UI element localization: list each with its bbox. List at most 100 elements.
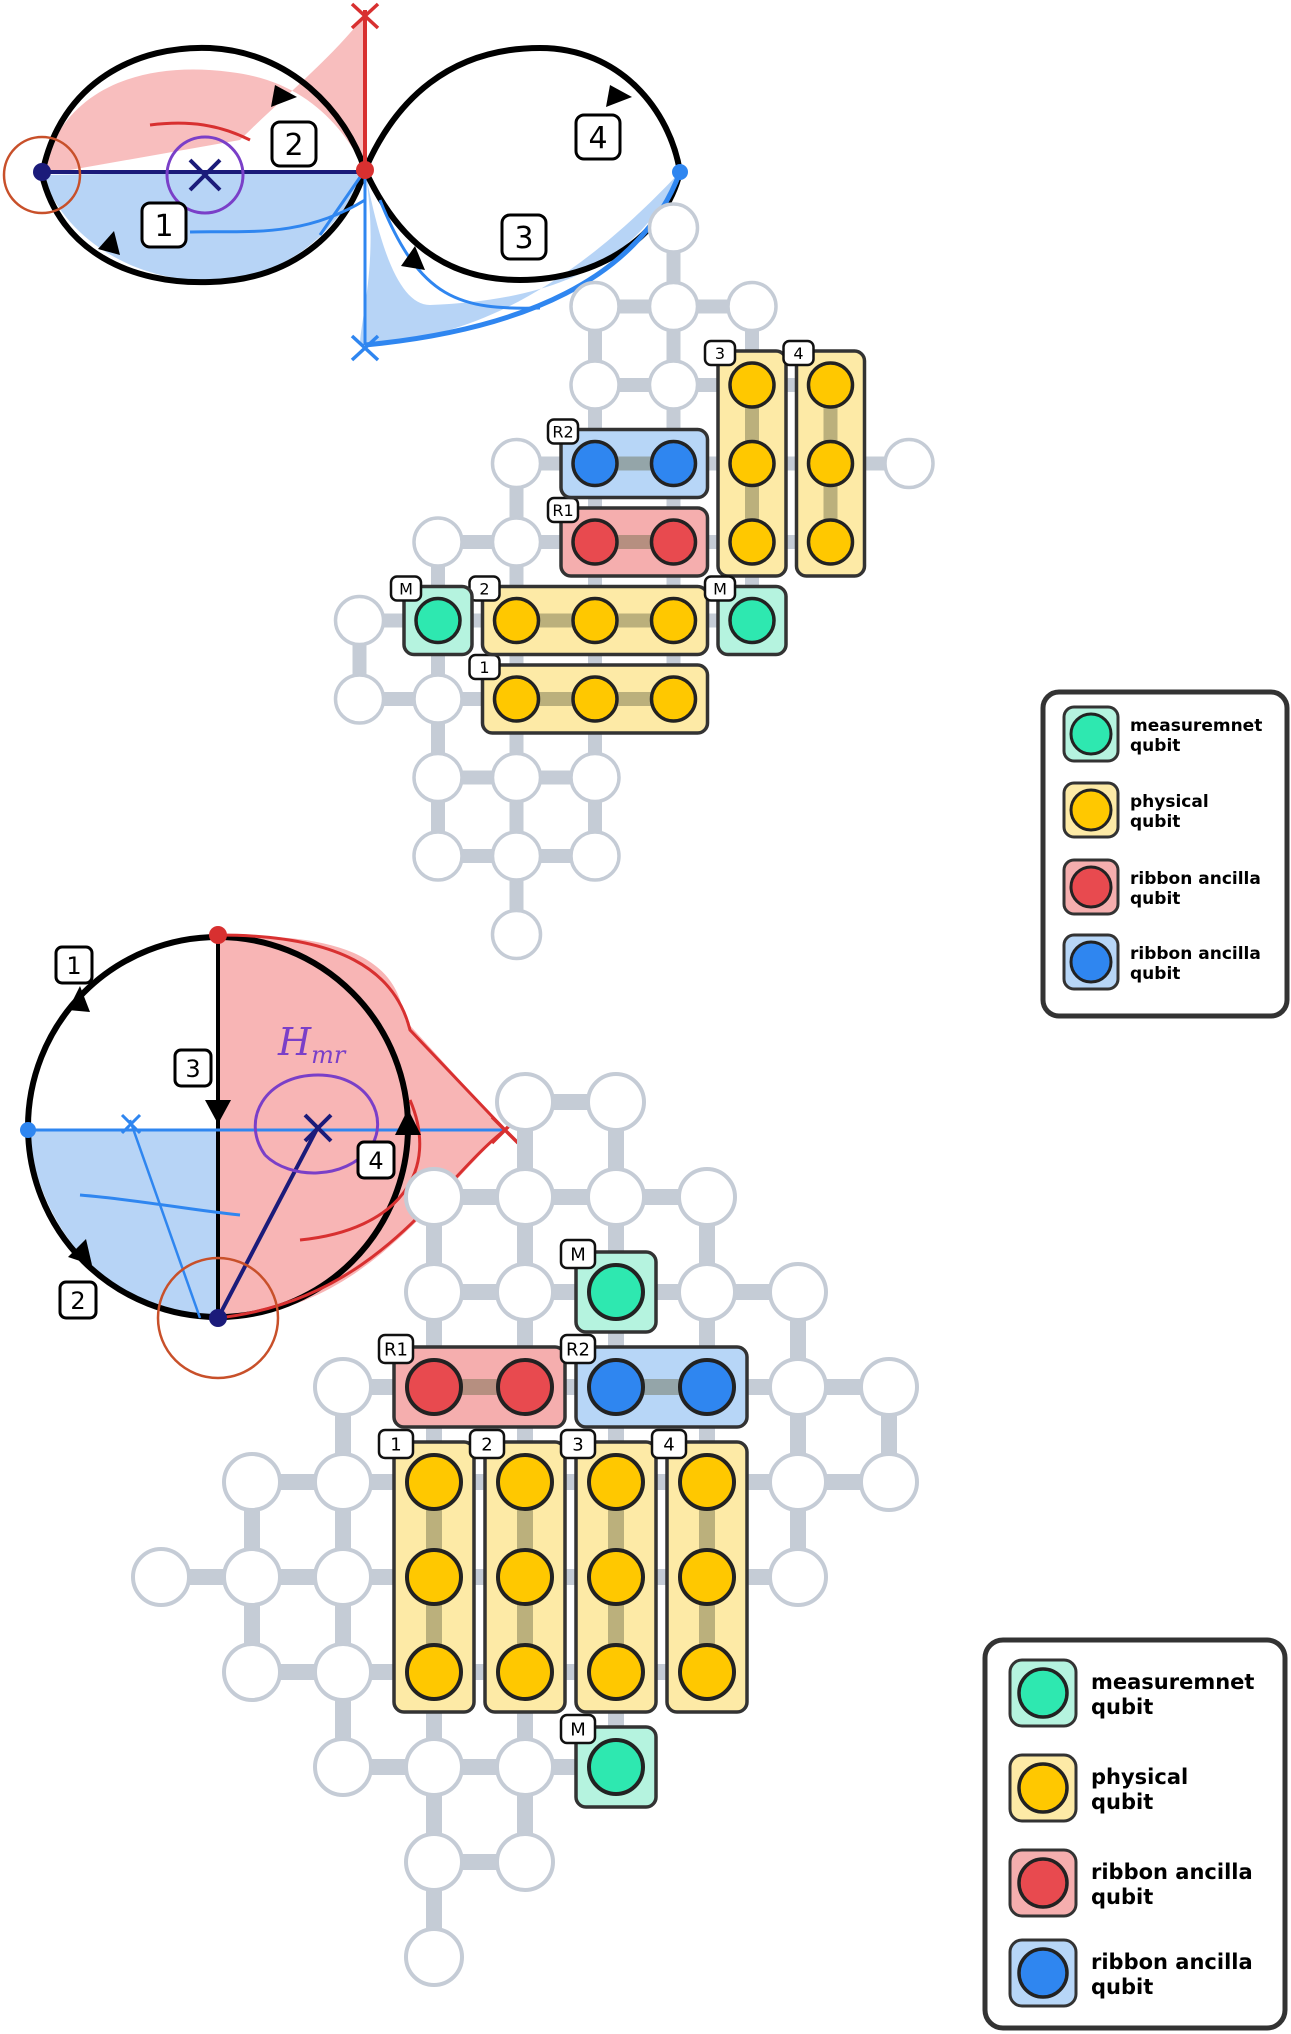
- legend-top-physical: physical qubit: [1062, 781, 1209, 839]
- empty-site: [404, 1262, 464, 1322]
- group-4-label: 4: [793, 344, 803, 363]
- blue-diagonal: [128, 1119, 202, 1319]
- circle-arrow-4: [395, 1109, 421, 1135]
- empty-site: [768, 1452, 828, 1512]
- empty-site: [490, 830, 543, 882]
- svg-text:4: 4: [588, 121, 607, 156]
- svg-text:3: 3: [185, 1055, 200, 1083]
- empty-site: [495, 1262, 555, 1322]
- empty-site: [313, 1642, 373, 1702]
- svg-text:ribbon ancilla: ribbon ancilla: [1130, 944, 1261, 964]
- legend-top: measuremnet qubit physical qubit ribbon …: [1040, 689, 1290, 1019]
- phys-qubit: [496, 1548, 554, 1606]
- lobe-arrow-3: [98, 231, 120, 255]
- x-marker-center-bottom: [303, 1113, 333, 1143]
- group-r1-label: R1: [552, 501, 573, 520]
- group-b2-label: 2: [481, 1434, 492, 1455]
- step-label-2: 2: [270, 120, 318, 168]
- svg-text:2: 2: [70, 1287, 85, 1315]
- empty-site: [495, 1072, 555, 1132]
- svg-text:qubit: qubit: [1091, 1885, 1153, 1909]
- phys-qubit: [649, 675, 698, 723]
- group-m-right-label: M: [713, 579, 727, 598]
- orange-loop: [2, 135, 82, 215]
- point-left-bottom: [20, 1122, 36, 1138]
- step-label-b4: 4: [356, 1140, 396, 1180]
- red-inner-curve: [299, 1099, 422, 1242]
- empty-site: [404, 1167, 464, 1227]
- blue-qubit: [587, 1358, 645, 1416]
- phys-qubit: [587, 1453, 645, 1511]
- meas-qubit: [587, 1738, 645, 1796]
- empty-site: [859, 1452, 919, 1512]
- blue-flow-arrow-bottom: [79, 1193, 241, 1217]
- red-flow-arrow: [149, 121, 251, 142]
- lattice-nodes: [333, 202, 935, 961]
- group-r1-tag: R1: [546, 496, 580, 524]
- group-br1: R1: [377, 1333, 567, 1429]
- phys-qubit: [492, 596, 541, 645]
- phys-qubit: [728, 361, 776, 409]
- svg-text:1: 1: [66, 952, 81, 980]
- phys-qubit: [806, 439, 855, 488]
- group-bm-bottom-label: M: [570, 1719, 586, 1740]
- svg-text:4: 4: [368, 1147, 383, 1175]
- group-m-right-tag: M: [703, 575, 737, 602]
- circle-arrow-2: [68, 1239, 92, 1265]
- group-br1-tag: R1: [377, 1333, 415, 1365]
- svg-text:physical: physical: [1091, 1765, 1188, 1789]
- group-m-left-label: M: [399, 579, 413, 598]
- legend-bottom-physical: physical qubit: [1008, 1753, 1188, 1823]
- group-br2-label: R2: [566, 1339, 590, 1360]
- x-marker-left: [120, 1113, 142, 1135]
- group-2-label: 2: [479, 579, 489, 598]
- empty-site: [647, 202, 700, 254]
- empty-site: [313, 1737, 373, 1797]
- phys-qubit: [571, 596, 619, 645]
- svg-text:ribbon ancilla: ribbon ancilla: [1091, 1860, 1253, 1884]
- x-marker-bottom: [350, 334, 380, 362]
- svg-text:1: 1: [154, 209, 173, 244]
- circle-arrow-3: [205, 1100, 231, 1124]
- lattice-nodes: [131, 1072, 919, 1987]
- empty-site: [586, 1072, 646, 1132]
- empty-site: [768, 1262, 828, 1322]
- red-region-bottom: [218, 935, 505, 1318]
- group-r2-tag: R2: [546, 418, 580, 445]
- svg-text:2: 2: [284, 128, 303, 163]
- red-qubit: [405, 1358, 463, 1416]
- blue-qubit: [649, 439, 698, 488]
- blue-qubit: [678, 1358, 736, 1416]
- empty-site: [569, 280, 621, 333]
- svg-text:qubit: qubit: [1091, 1790, 1153, 1814]
- step-label-3: 3: [500, 213, 548, 261]
- phys-qubit: [728, 439, 776, 488]
- group-br2: R2: [559, 1333, 749, 1429]
- group-bm-top-tag: M: [559, 1238, 597, 1270]
- group-3: 3: [703, 339, 788, 578]
- phys-qubit: [405, 1548, 463, 1606]
- phys-qubit: [728, 518, 776, 566]
- svg-text:measuremnet: measuremnet: [1091, 1670, 1254, 1694]
- empty-site: [333, 594, 386, 647]
- empty-site: [495, 1737, 555, 1797]
- group-3-label: 3: [715, 344, 725, 363]
- x-marker-center: [188, 158, 222, 192]
- phys-qubit: [405, 1643, 463, 1701]
- empty-site: [222, 1642, 282, 1702]
- empty-site: [313, 1357, 373, 1417]
- group-b3-label: 3: [572, 1434, 583, 1455]
- empty-site: [768, 1547, 828, 1607]
- group-4: 4: [782, 339, 867, 578]
- hamiltonian-label: Hmr: [277, 1020, 347, 1069]
- group-bm-top-label: M: [570, 1244, 586, 1265]
- phys-qubit: [806, 361, 855, 409]
- phys-qubit: [492, 675, 541, 723]
- empty-site: [569, 751, 621, 804]
- empty-site: [412, 751, 464, 804]
- empty-site: [726, 280, 778, 333]
- phys-qubit: [571, 675, 619, 723]
- blue-region: [42, 170, 365, 281]
